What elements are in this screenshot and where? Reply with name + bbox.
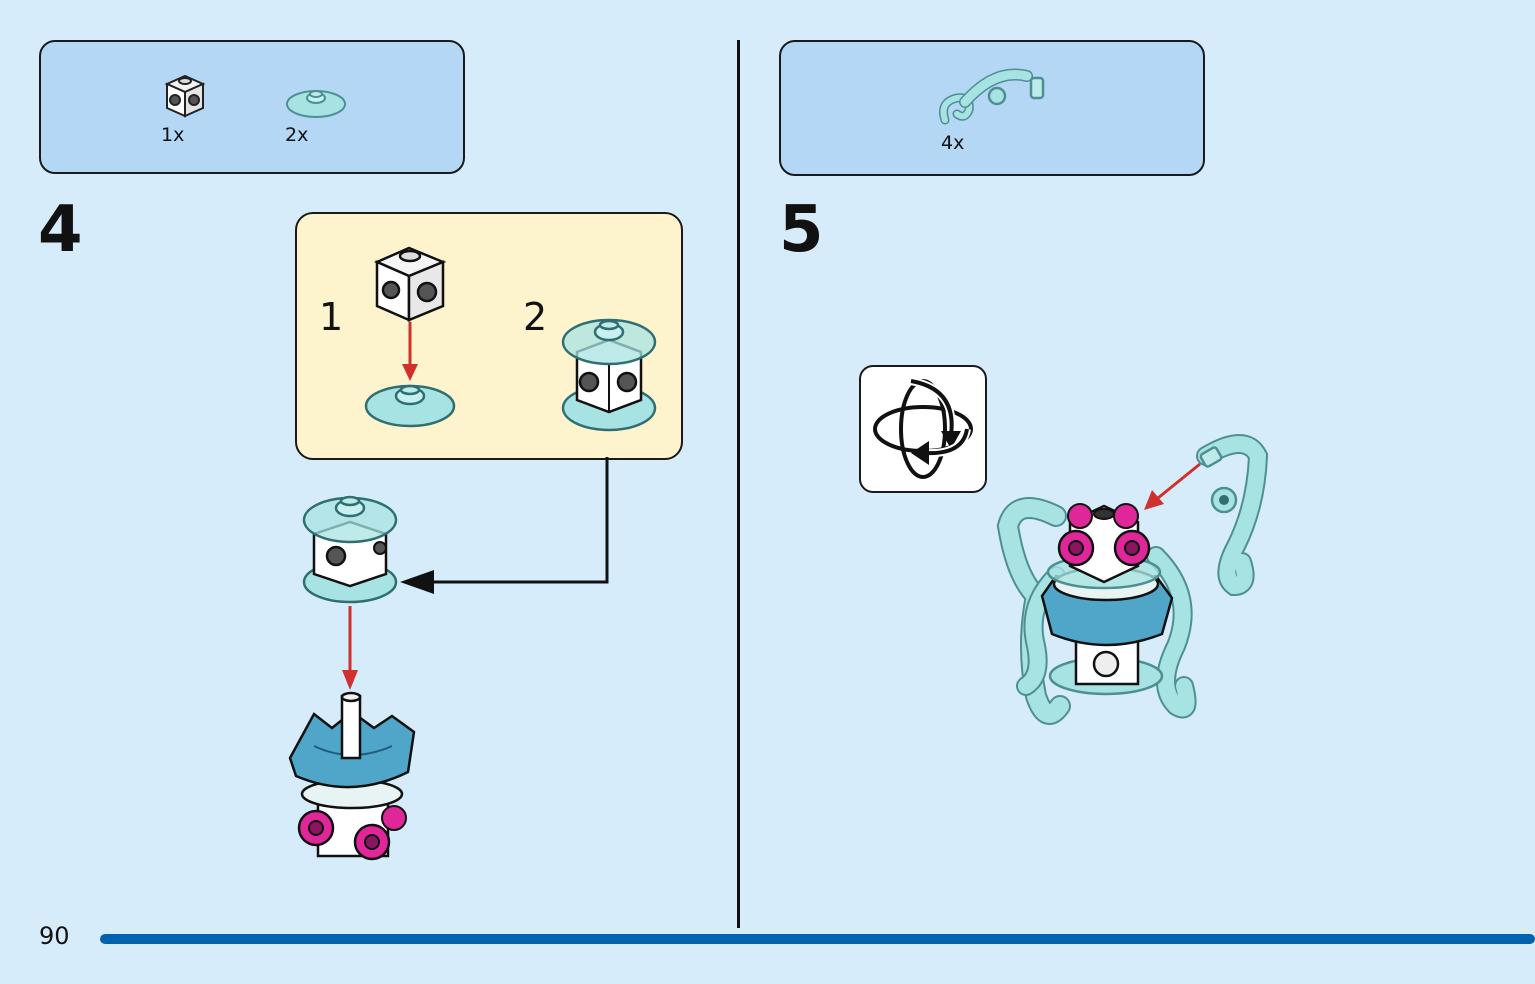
substep-number-1: 1	[319, 295, 344, 339]
substep-callout-box: 1 2	[295, 212, 683, 460]
step5-parts-box: 4x	[779, 40, 1205, 176]
tentacle-piece-icon	[939, 68, 1045, 125]
brick-1x1-studs-icon	[164, 74, 206, 118]
part-qty-2: 2x	[285, 124, 309, 146]
rotate-model-icon	[873, 377, 973, 479]
page-number: 90	[39, 922, 70, 950]
step5-model-illustration	[996, 434, 1269, 725]
attach-arrow-down	[342, 606, 358, 690]
rotate-indicator-box	[859, 365, 987, 493]
step-number-4: 4	[38, 193, 83, 267]
step4-parts-box: 1x 2x	[39, 40, 465, 174]
page-bottom-bar	[100, 934, 1535, 944]
part-qty-1: 1x	[161, 124, 185, 146]
substep1-illustration	[364, 246, 456, 428]
substep2-illustration	[561, 318, 657, 432]
callout-connector-arrow	[400, 457, 609, 594]
page-divider	[737, 40, 740, 928]
subassembly-illustration	[302, 495, 398, 604]
part-qty-tentacle: 4x	[941, 132, 965, 154]
step-number-5: 5	[779, 193, 824, 267]
substep-number-2: 2	[523, 295, 548, 339]
round-plate-dish-icon	[286, 90, 346, 118]
base-model-illustration	[288, 691, 416, 861]
